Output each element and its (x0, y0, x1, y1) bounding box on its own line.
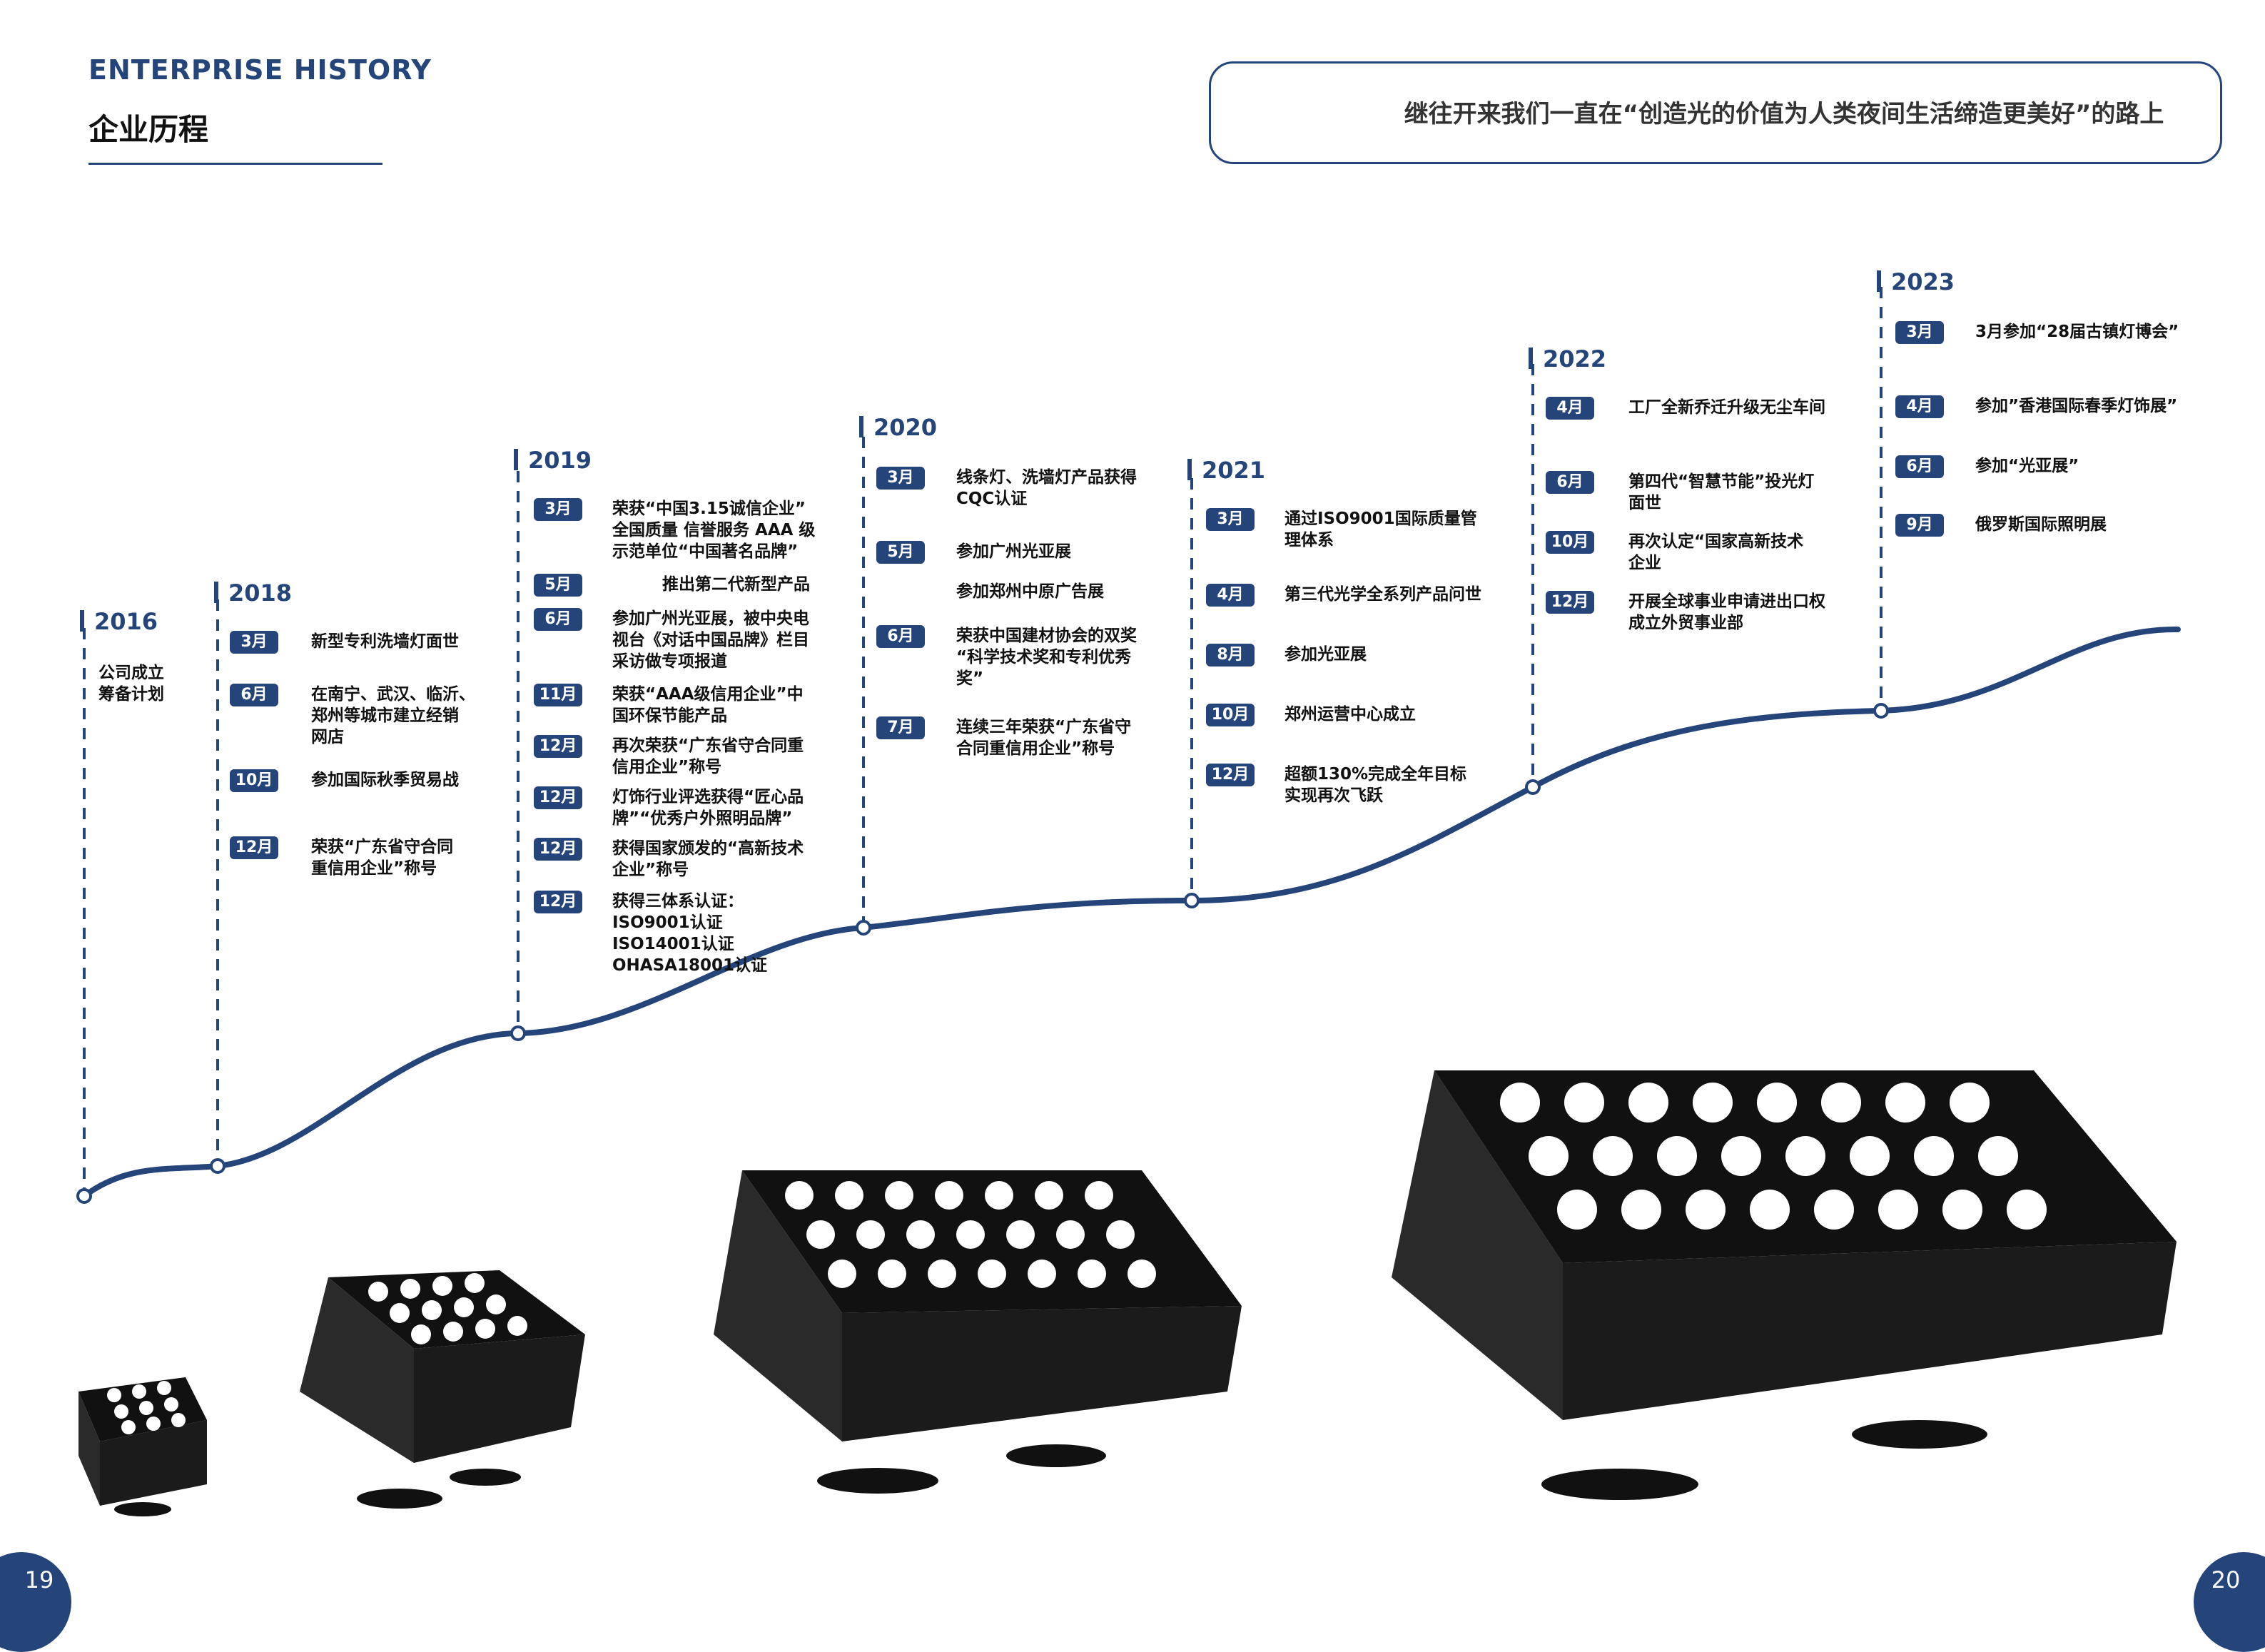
event-text: 郑州运营中心成立 (1284, 705, 1416, 724)
floodlight-product-xlarge (1392, 1070, 2177, 1500)
year-2018: 2018 (214, 579, 292, 607)
month-badge: 12月 (534, 891, 582, 913)
node-2021 (1184, 893, 1200, 908)
event-text: 第三代光学全系列产品问世 (1284, 585, 1481, 604)
floodlight-product-medium (300, 1270, 585, 1509)
node-2023 (1873, 703, 1889, 719)
event-text: 荣获“AAA级信用企业”中 国环保节能产品 (612, 685, 804, 725)
month-badge: 3月 (230, 631, 278, 654)
node-2016 (76, 1188, 92, 1204)
month-badge: 9月 (1895, 514, 1944, 537)
event-text: 参加“光亚展” (1975, 457, 2079, 475)
event-text: 第四代“智慧节能”投光灯 面世 (1628, 472, 1815, 512)
month-badge: 12月 (534, 735, 582, 758)
month-badge: 12月 (230, 836, 278, 859)
month-badge: 6月 (230, 684, 278, 706)
month-badge: 12月 (534, 786, 582, 809)
event-text: 通过ISO9001国际质量管 理体系 (1284, 510, 1477, 549)
event-text: 推出第二代新型产品 (662, 575, 810, 594)
month-badge: 7月 (876, 716, 925, 739)
event-text: 连续三年荣获“广东省守 合同重信用企业”称号 (956, 718, 1132, 758)
event-2016-1: 公司成立 筹备计划 (98, 664, 164, 704)
year-2020: 2020 (859, 414, 937, 441)
event-text: 线条灯、洗墙灯产品获得 CQC认证 (956, 468, 1137, 508)
event-text: 灯饰行业评选获得“匠心品 牌”“优秀户外照明品牌” (612, 788, 804, 828)
year-2021: 2021 (1187, 457, 1265, 484)
section-title-cn: 企业历程 (88, 112, 209, 147)
event-text: 工厂全新乔迁升级无尘车间 (1628, 398, 1825, 417)
slogan-frame (1209, 61, 2222, 164)
event-text: 参加光亚展 (1284, 645, 1367, 664)
timeline-graphic (76, 287, 2181, 1204)
event-text: 参加国际秋季贸易战 (311, 771, 459, 789)
month-badge: 10月 (1546, 531, 1594, 554)
month-badge: 12月 (534, 838, 582, 861)
event-text: 在南宁、武汉、临沂、 郑州等城市建立经销 网店 (311, 685, 475, 746)
year-2023: 2023 (1877, 268, 1955, 295)
event-text: 参加广州光亚展，被中央电 视台《对话中国品牌》栏目 采访做专项报道 (612, 609, 809, 671)
event-text: 获得国家颁发的“高新技术 企业”称号 (612, 839, 804, 879)
title-underline (88, 163, 382, 165)
month-badge: 4月 (1895, 395, 1944, 418)
event-text: 超额130%完成全年目标 实现再次飞跃 (1284, 765, 1467, 805)
month-badge: 3月 (1206, 508, 1255, 531)
year-2022: 2022 (1529, 345, 1606, 373)
event-text: 获得三体系认证： ISO9001认证 ISO14001认证 OHASA18001… (612, 892, 767, 975)
event-text: 开展全球事业申请进出口权 成立外贸事业部 (1628, 592, 1825, 632)
timeline-curve (81, 626, 2181, 1199)
section-title-en: ENTERPRISE HISTORY (88, 54, 432, 86)
event-text: 荣获“中国3.15诚信企业” 全国质量 信誉服务 AAA 级 示范单位“中国著名… (612, 500, 816, 561)
event-text: 荣获中国建材协会的双奖 “科学技术奖和专利优秀 奖” (956, 627, 1137, 688)
event-text: 3月参加“28届古镇灯博会” (1975, 323, 2179, 341)
timeline-nodes (76, 703, 1889, 1204)
event-text: 俄罗斯国际照明展 (1975, 515, 2107, 534)
month-badge: 6月 (1546, 471, 1594, 494)
month-badge: 12月 (1206, 764, 1255, 786)
event-text: 再次荣获“广东省守合同重 信用企业”称号 (612, 736, 804, 776)
event-text: 参加”香港国际春季灯饰展” (1975, 397, 2178, 415)
node-2018 (210, 1158, 226, 1174)
month-badge: 5月 (534, 574, 582, 597)
month-badge: 10月 (230, 769, 278, 792)
timeline-guides (83, 287, 1883, 1192)
month-badge: 3月 (534, 498, 582, 521)
floodlight-product-small (78, 1377, 207, 1516)
node-2019 (510, 1025, 526, 1041)
month-badge: 4月 (1206, 584, 1255, 607)
node-2022 (1525, 779, 1541, 795)
month-badge: 6月 (1895, 455, 1944, 478)
month-badge: 5月 (876, 541, 925, 564)
month-badge: 12月 (1546, 591, 1594, 614)
event-text: 荣获“广东省守合同 重信用企业”称号 (311, 838, 454, 878)
month-badge: 3月 (876, 467, 925, 490)
year-2016: 2016 (80, 608, 158, 635)
year-2019: 2019 (514, 447, 592, 474)
month-badge: 11月 (534, 684, 582, 706)
node-2020 (856, 920, 871, 936)
month-badge: 8月 (1206, 644, 1255, 667)
floodlight-product-large (714, 1170, 1242, 1494)
event-text: 参加广州光亚展 (956, 542, 1071, 561)
month-badge: 4月 (1546, 397, 1594, 420)
month-badge: 6月 (534, 608, 582, 631)
event-text: 新型专利洗墙灯面世 (311, 632, 459, 651)
month-badge: 3月 (1895, 321, 1944, 344)
month-badge: 6月 (876, 625, 925, 648)
event-text: 参加郑州中原广告展 (956, 582, 1104, 601)
event-text: 再次认定“国家高新技术 企业 (1628, 532, 1804, 572)
month-badge: 10月 (1206, 704, 1255, 726)
slogan-text: 继往开来我们一直在“创造光的价值为人类夜间生活缔造更美好”的路上 (1404, 100, 2164, 128)
